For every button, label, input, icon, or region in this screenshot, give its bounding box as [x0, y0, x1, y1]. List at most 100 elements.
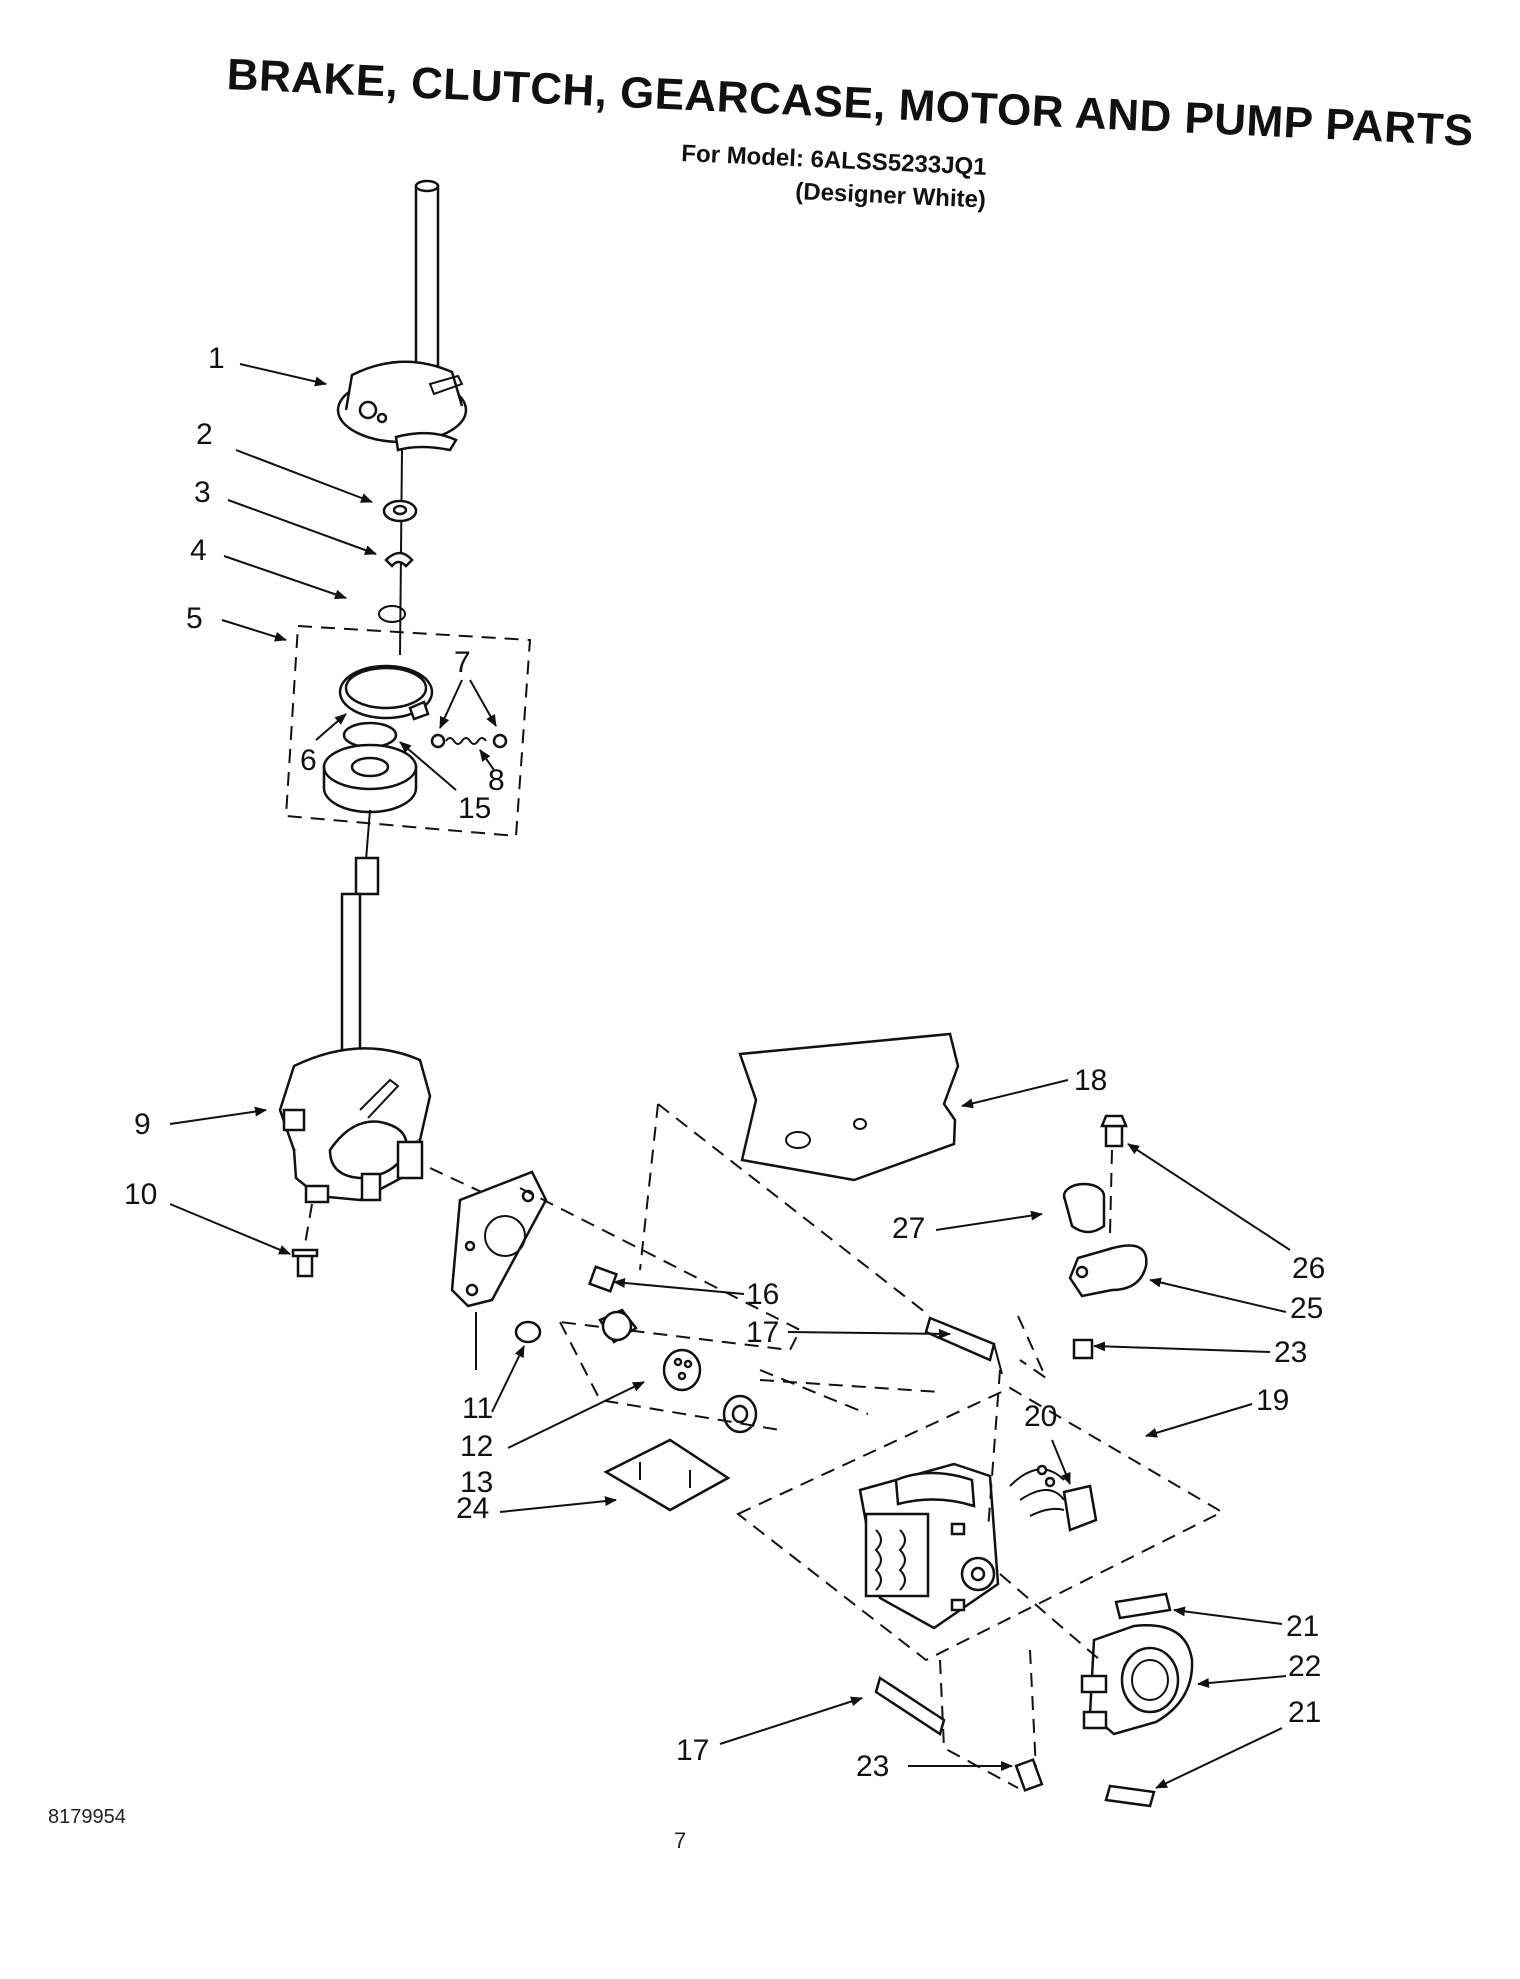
document-number: 8179954: [48, 1806, 126, 1828]
motor-mount-clip: [874, 1676, 946, 1736]
leader-4: [223, 555, 347, 600]
coupling-bolt: [587, 1265, 619, 1293]
leader-15: [399, 741, 457, 791]
capacitor-screw: [1100, 1114, 1128, 1148]
clutch-pulley: [322, 721, 418, 814]
leader-18: [961, 1079, 1069, 1109]
callout-17-top: 17: [746, 1316, 779, 1349]
leader-6: [315, 713, 347, 741]
callout-17-bottom: 17: [676, 1734, 709, 1767]
leader-27: [935, 1210, 1043, 1231]
callout-4: 4: [190, 534, 207, 567]
gearcase-screw: [291, 1203, 319, 1278]
leader-22: [1197, 1675, 1287, 1688]
clutch-band: [338, 664, 434, 721]
callout-22: 22: [1288, 1650, 1321, 1683]
leader-3: [227, 499, 377, 555]
callout-16: 16: [746, 1278, 779, 1311]
pump-axis-line-2: [1029, 1649, 1037, 1771]
callout-7: 7: [454, 646, 471, 679]
leader-7a: [439, 679, 463, 729]
rod-axis-line: [987, 1315, 1049, 1531]
brake-assembly: [336, 360, 468, 452]
coupling-hub-lower: [722, 1394, 758, 1434]
callout-8: 8: [488, 764, 505, 797]
rod-screw: [1072, 1338, 1094, 1360]
motor-axis-line: [657, 1103, 931, 1317]
callout-20: 20: [1024, 1400, 1057, 1433]
callout-6: 6: [300, 744, 317, 777]
leader-11: [491, 1345, 525, 1413]
wire-path: [759, 1369, 941, 1415]
leader-19: [1145, 1403, 1253, 1438]
callout-5: 5: [186, 602, 203, 635]
callout-13: 13: [460, 1466, 493, 1499]
pump-clip-upper: [1114, 1592, 1172, 1620]
clutch-assembly-box: [284, 624, 532, 838]
retaining-ring: [378, 605, 406, 623]
strap-axis-line: [1109, 1149, 1113, 1235]
leader-20: [1051, 1439, 1071, 1485]
leader-25: [1149, 1277, 1287, 1313]
leader-2: [235, 449, 373, 503]
callout-25: 25: [1290, 1292, 1323, 1325]
callout-23-upper: 23: [1274, 1336, 1307, 1369]
callout-9: 9: [134, 1108, 151, 1141]
callout-21-lower: 21: [1288, 1696, 1321, 1729]
coupling-hub-upper: [598, 1308, 638, 1344]
callout-21-upper: 21: [1286, 1610, 1319, 1643]
leader-1: [239, 363, 327, 387]
leader-8: [479, 749, 495, 771]
clutch-spring: [430, 733, 508, 749]
leader-9: [169, 1106, 267, 1125]
leader-23a: [1093, 1341, 1271, 1353]
pump: [1080, 1624, 1194, 1736]
callout-24: 24: [456, 1492, 489, 1525]
drive-bushing: [514, 1320, 542, 1344]
leader-12: [507, 1381, 645, 1449]
capacitor-strap: [1068, 1244, 1148, 1298]
rod: [924, 1316, 1003, 1375]
coupling-disc: [662, 1348, 702, 1392]
leader-24: [499, 1496, 617, 1513]
leader-7b: [469, 679, 497, 727]
callout-1: 1: [208, 342, 225, 375]
shield-axis-line: [639, 1103, 659, 1271]
page-number: 7: [674, 1828, 687, 1853]
capacitor: [1062, 1182, 1106, 1234]
callout-19: 19: [1256, 1384, 1289, 1417]
leader-21a: [1173, 1606, 1283, 1625]
callout-3: 3: [194, 476, 211, 509]
gearcase: [278, 1047, 432, 1204]
leader-17a: [787, 1328, 951, 1339]
coupling-shield: [603, 1438, 731, 1512]
callout-11: 11: [462, 1392, 493, 1425]
callout-26: 26: [1292, 1252, 1325, 1285]
motor-switch: [1009, 1464, 1098, 1532]
callout-18: 18: [1074, 1064, 1107, 1097]
pump-clip-lower: [1104, 1784, 1156, 1808]
callout-15: 15: [458, 792, 491, 825]
motor-shield: [738, 1032, 960, 1182]
coupling-box-line: [559, 1321, 781, 1431]
gasket: [450, 1170, 548, 1308]
callout-23-lower: 23: [856, 1750, 889, 1783]
motor: [858, 1462, 1000, 1630]
coupling-axis-line: [519, 1187, 802, 1352]
motor-bolt: [1014, 1758, 1044, 1792]
leader-26: [1127, 1143, 1291, 1251]
leader-5: [221, 619, 287, 642]
leader-17b: [719, 1696, 863, 1745]
washer: [382, 499, 418, 523]
leader-16: [613, 1278, 745, 1295]
callout-10: 10: [124, 1178, 157, 1211]
clip: [384, 551, 414, 568]
motor-bolt-axis: [939, 1659, 1019, 1789]
pump-axis-line: [999, 1573, 1101, 1661]
agitator-shaft-top: [414, 179, 440, 388]
callout-12: 12: [460, 1430, 493, 1463]
motor-assembly-box: [736, 1386, 1225, 1662]
callout-2: 2: [196, 418, 213, 451]
leader-21b: [1155, 1727, 1283, 1789]
